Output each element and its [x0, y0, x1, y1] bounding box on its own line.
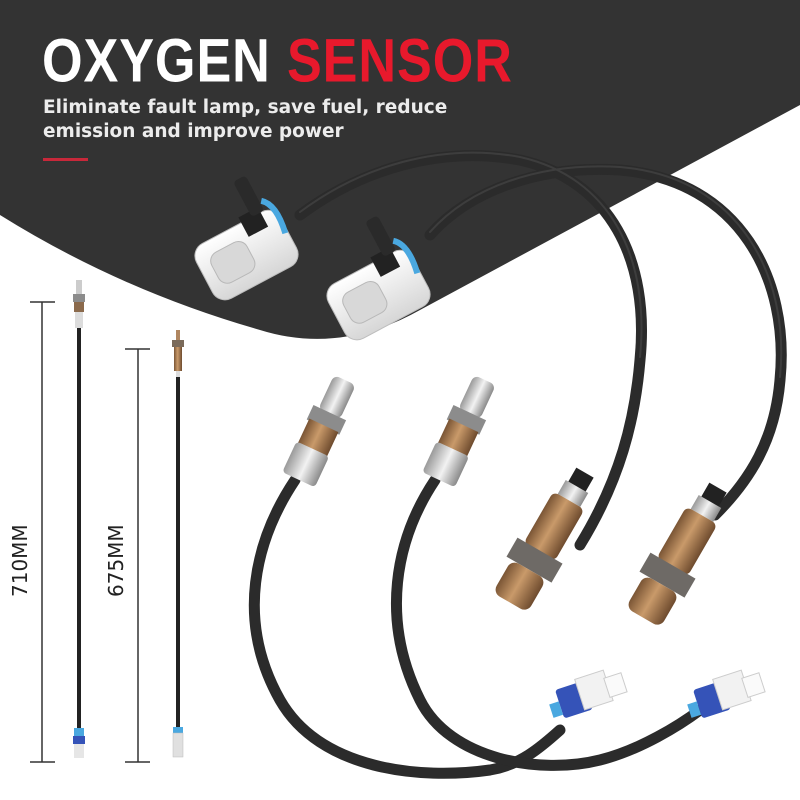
- white-connector-2: [326, 216, 431, 341]
- accent-divider: [43, 158, 88, 161]
- cable-group: [248, 150, 787, 779]
- dimension-label-675: 675MM: [104, 524, 128, 597]
- dimension-label-710: 710MM: [8, 524, 32, 597]
- blue-connector-1: [549, 669, 628, 718]
- subtitle: Eliminate fault lamp, save fuel, reduce …: [43, 97, 448, 142]
- title-word-oxygen: OXYGEN: [42, 26, 271, 96]
- small-sensor-710: [73, 280, 85, 758]
- upstream-sensor-1: [283, 376, 354, 486]
- dimension-710mm: [30, 301, 55, 763]
- small-sensor-675: [172, 330, 184, 758]
- white-connector-1: [194, 176, 299, 301]
- dimension-675mm: [125, 348, 150, 763]
- downstream-sensor-2: [628, 482, 727, 625]
- upstream-sensor-2: [423, 376, 494, 486]
- title-word-sensor: SENSOR: [286, 26, 513, 96]
- blue-connector-2: [687, 669, 766, 718]
- downstream-sensor-1: [495, 467, 594, 610]
